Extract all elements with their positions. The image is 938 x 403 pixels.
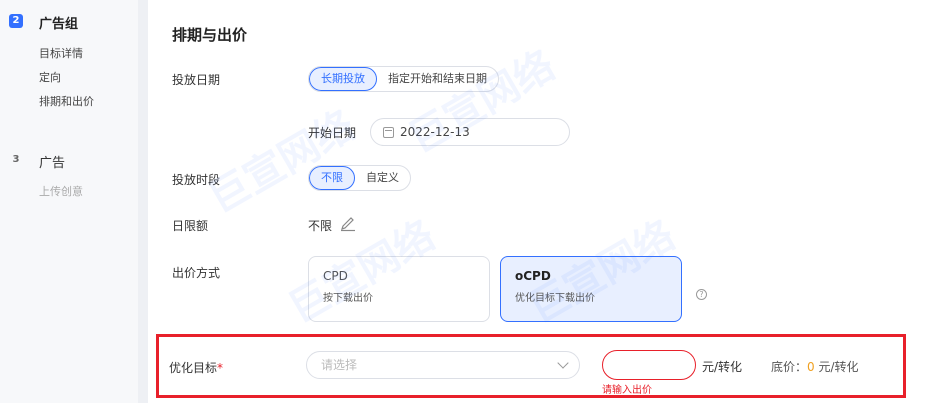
bid-method-label: 出价方式 xyxy=(172,266,221,280)
edit-pencil-icon[interactable] xyxy=(338,212,358,232)
calendar-icon xyxy=(383,126,394,138)
bid-option-ocpd-desc: 优化目标下载出价 xyxy=(515,293,595,304)
schedule-option-custom-range[interactable]: 指定开始和结束日期 xyxy=(388,72,487,85)
required-mark: * xyxy=(217,361,224,375)
daily-limit-value: 不限 xyxy=(308,219,333,233)
nav-item-upload-creative: 上传创意 xyxy=(39,185,83,198)
select-placeholder: 请选择 xyxy=(321,358,358,372)
bid-option-cpd[interactable]: CPD 按下载出价 xyxy=(308,256,490,322)
bid-option-cpd-title: CPD xyxy=(323,269,348,283)
time-slot-option-unlimited[interactable]: 不限 xyxy=(309,166,355,190)
time-slot-toggle: 不限 自定义 xyxy=(308,165,411,191)
bid-option-ocpd[interactable]: oCPD 优化目标下载出价 xyxy=(500,256,682,322)
nav-item-schedule-bid[interactable]: 排期和出价 xyxy=(39,95,94,108)
bid-unit: 元/转化 xyxy=(702,360,743,374)
time-slot-label: 投放时段 xyxy=(172,173,221,187)
schedule-option-long-term[interactable]: 长期投放 xyxy=(309,67,377,91)
time-slot-option-custom[interactable]: 自定义 xyxy=(366,171,399,184)
schedule-toggle: 长期投放 指定开始和结束日期 xyxy=(308,66,499,92)
bid-price-input[interactable] xyxy=(602,350,696,380)
optimization-target-row: 优化目标* 请选择 元/转化 底价：0 元/转化 请输入出价 xyxy=(156,334,906,398)
floor-price: 底价：0 元/转化 xyxy=(771,360,859,374)
step-title-ad-group[interactable]: 广告组 xyxy=(39,17,79,32)
chevron-down-icon xyxy=(557,357,569,369)
optimization-target-label: 优化目标* xyxy=(169,361,224,375)
start-date-label: 开始日期 xyxy=(308,126,357,140)
start-date-value: 2022-12-13 xyxy=(400,125,470,139)
step-title-ad[interactable]: 广告 xyxy=(39,156,66,171)
floor-price-value: 0 xyxy=(807,360,815,374)
start-date-input[interactable]: 2022-12-13 xyxy=(370,118,570,146)
daily-limit-label: 日限额 xyxy=(172,219,209,233)
bid-price-error: 请输入出价 xyxy=(602,385,652,396)
step-number-3: 3 xyxy=(12,154,20,165)
nav-item-targeting[interactable]: 定向 xyxy=(39,71,61,84)
step-nav: 2 广告组 目标详情 定向 排期和出价 3 广告 上传创意 xyxy=(0,0,138,403)
schedule-bid-card: 排期与出价 投放日期 长期投放 指定开始和结束日期 开始日期 2022-12-1… xyxy=(148,0,938,403)
bid-option-ocpd-title: oCPD xyxy=(515,269,551,283)
step-number-2: 2 xyxy=(9,14,23,28)
section-title: 排期与出价 xyxy=(172,26,248,44)
optimization-target-select[interactable]: 请选择 xyxy=(306,351,580,379)
help-icon[interactable]: ? xyxy=(696,289,707,300)
bid-option-cpd-desc: 按下载出价 xyxy=(323,293,373,304)
schedule-label: 投放日期 xyxy=(172,73,221,87)
nav-item-target-details[interactable]: 目标详情 xyxy=(39,47,83,60)
